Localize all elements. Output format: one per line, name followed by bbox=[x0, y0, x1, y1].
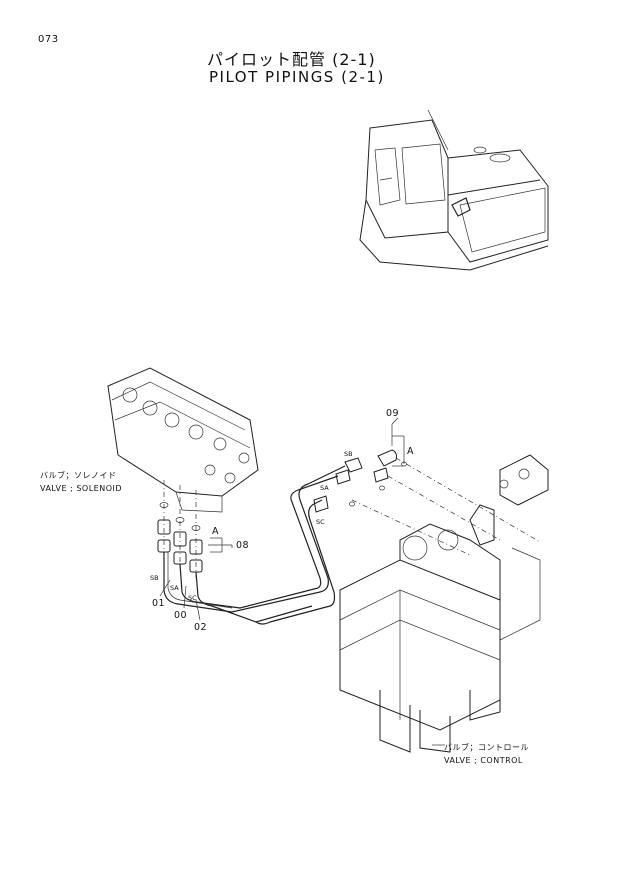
solenoid-valve-block bbox=[107, 367, 259, 513]
excavator-outline bbox=[359, 109, 549, 271]
control-valve-label: VALVE ; CONTROL bbox=[444, 756, 523, 765]
part-number-02: 02 bbox=[194, 622, 208, 633]
control-valve-block bbox=[339, 454, 549, 753]
port-sc-right: SC bbox=[316, 518, 325, 526]
part-number-09: 09 bbox=[386, 408, 400, 419]
part-number-01: 01 bbox=[152, 598, 166, 609]
port-sc-left: SC bbox=[188, 594, 197, 602]
page-title: PILOT PIPINGS (2-1) bbox=[209, 68, 385, 86]
control-port-fittings bbox=[313, 424, 541, 556]
part-number-08: 08 bbox=[236, 540, 250, 551]
leader-lines bbox=[159, 417, 399, 621]
port-sb-left: SB bbox=[150, 574, 159, 582]
callout-a-left: A bbox=[212, 526, 219, 537]
control-valve-label-jp: バルブ；コントロール bbox=[444, 743, 529, 752]
port-sb-right: SB bbox=[344, 450, 353, 458]
port-sa-right: SA bbox=[320, 484, 329, 492]
part-number-00: 00 bbox=[174, 610, 188, 621]
page-number: 073 bbox=[38, 34, 59, 45]
callout-a-right: A bbox=[407, 446, 414, 457]
page-title-japanese: パイロット配管 (2-1) bbox=[207, 50, 376, 69]
solenoid-valve-label: VALVE ; SOLENOID bbox=[40, 484, 123, 493]
port-sa-left: SA bbox=[170, 584, 179, 592]
solenoid-port-fittings bbox=[157, 480, 232, 578]
pilot-pipes bbox=[163, 465, 346, 625]
solenoid-valve-label-jp: バルブ；ソレノイド bbox=[40, 471, 117, 480]
